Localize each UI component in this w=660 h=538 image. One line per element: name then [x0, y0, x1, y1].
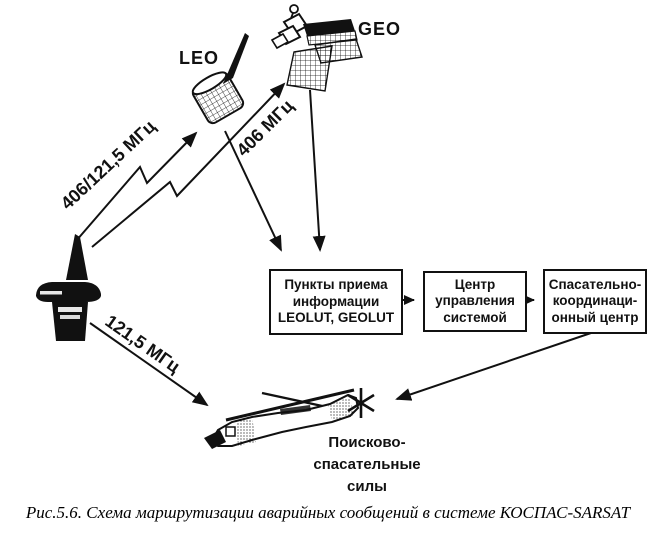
sar-forces-label: Поисково- спасательные силы — [313, 434, 421, 495]
system-control-center-box: Центр управления системой — [423, 271, 527, 332]
arrow-beacon-to-leo — [75, 131, 198, 242]
figure-caption: Рис.5.6. Схема маршрутизации аварийных с… — [25, 503, 631, 522]
leo-label: LEO — [179, 48, 220, 68]
lut-receiving-stations-box: Пункты приема информации LEOLUT, GEOLUT — [269, 269, 403, 335]
arrow-geo-to-lut — [309, 89, 326, 252]
leo-satellite-icon — [191, 33, 249, 125]
geo-label: GEO — [358, 19, 402, 39]
arrow-leo-to-lut — [224, 130, 282, 252]
arrow-beacon-to-helicopter — [89, 322, 209, 407]
rescue-helicopter-icon — [204, 388, 375, 449]
arrow-rcc-to-helicopter — [395, 332, 592, 401]
emergency-beacon-icon — [36, 234, 101, 341]
radio-links — [75, 82, 592, 407]
geo-satellite-icon — [270, 4, 363, 92]
arrow-beacon-to-geo — [91, 82, 286, 248]
rescue-coordination-center-box: Спасательно- координаци- онный центр — [543, 269, 647, 334]
